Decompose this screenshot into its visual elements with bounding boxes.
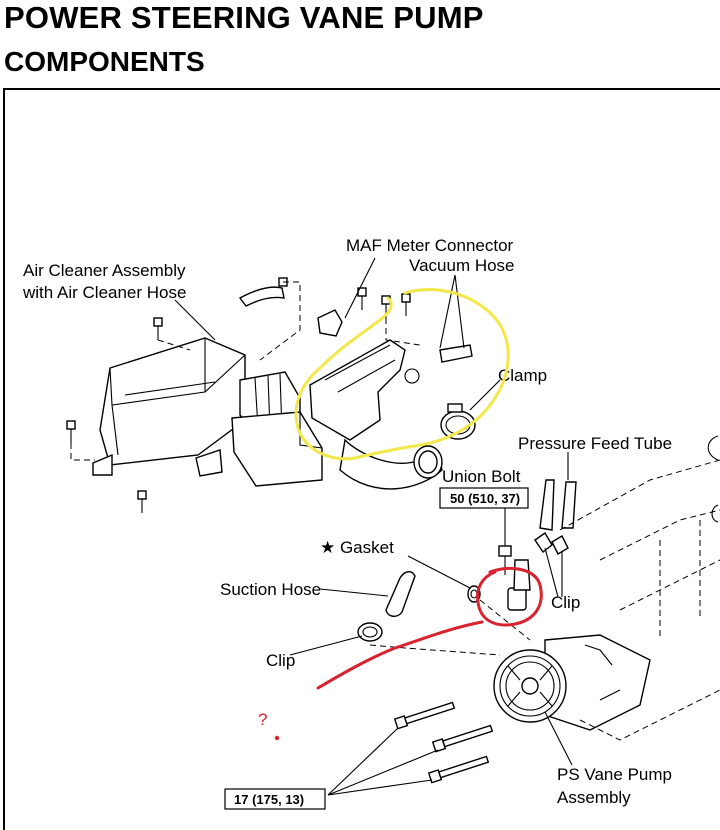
label-ps-pump-line2: Assembly [557,788,631,807]
red-circle-annotation [476,566,543,627]
suction-hose [385,571,416,617]
label-vacuum-hose: Vacuum Hose [409,256,515,275]
label-clamp: Clamp [498,366,547,385]
label-ps-pump-line1: PS Vane Pump [557,765,672,784]
label-maf-meter-connector: MAF Meter Connector [346,236,514,255]
label-clip-left: Clip [266,651,295,670]
pump-bolts [393,701,494,784]
maf-connector [317,309,343,337]
label-air-cleaner-line1: Air Cleaner Assembly [23,261,186,280]
torque-box-union-bolt: 50 (510, 37) [439,487,529,509]
pressure-feed-tube [534,479,577,555]
red-arrow-line [316,620,484,690]
clamp [440,403,476,440]
label-air-cleaner-line2: with Air Cleaner Hose [22,283,186,302]
intake-pipe [309,339,443,490]
torque-union-bolt: 50 (510, 37) [450,491,520,506]
label-gasket: ★ Gasket [320,538,394,557]
label-pressure-feed-tube: Pressure Feed Tube [518,434,672,453]
torque-pump-bolts: 17 (175, 13) [234,792,304,807]
air-cleaner-assembly [92,337,323,487]
page-subtitle: COMPONENTS [4,46,205,77]
vacuum-hose [439,344,473,363]
diagram-frame [3,88,720,830]
label-union-bolt: Union Bolt [442,467,521,486]
red-question-dot [274,735,280,741]
small-hose [238,286,285,307]
label-suction-hose: Suction Hose [220,580,321,599]
yellow-highlight-loop [294,288,510,461]
clip-left [357,622,383,642]
page-title: POWER STEERING VANE PUMP [4,0,484,35]
small-clip [404,368,420,384]
torque-box-pump-bolts: 17 (175, 13) [224,788,326,810]
red-question-mark: ? [258,710,267,729]
ps-vane-pump [493,634,651,731]
label-clip-right: Clip [551,593,580,612]
leader-lines [174,257,573,796]
